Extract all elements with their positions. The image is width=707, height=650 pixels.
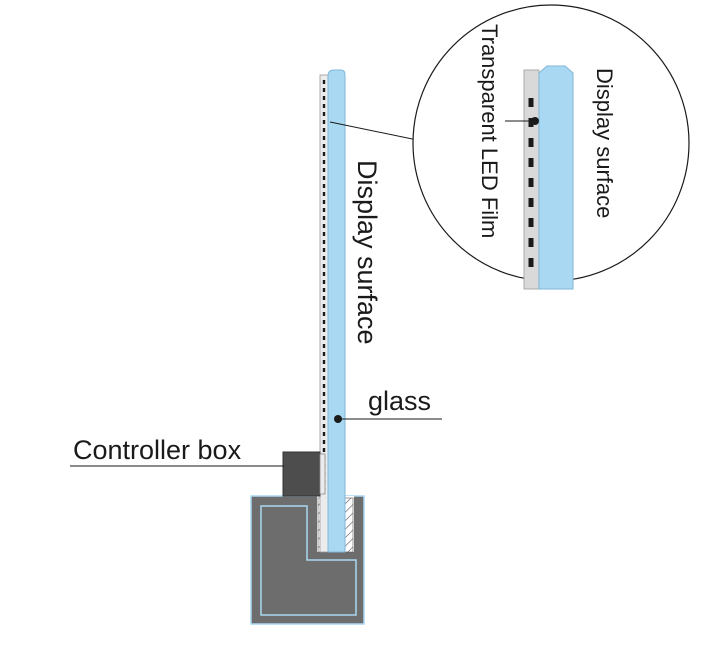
zoom-connector-line <box>329 121 423 142</box>
base-inner-outline <box>260 505 357 616</box>
led-film-leader-dot <box>531 117 539 125</box>
zoom-detail: Transparent LED Film Display surface <box>412 4 690 290</box>
glass-leader-dot <box>334 415 342 423</box>
controller-connector <box>319 453 326 495</box>
glass-label: glass <box>368 386 431 416</box>
mounting-base <box>250 495 365 625</box>
transparent-led-film-label: Transparent LED Film <box>477 24 502 238</box>
zoom-display-surface-label: Display surface <box>592 68 617 218</box>
controller-box <box>282 451 321 497</box>
glass-panel <box>327 69 346 553</box>
controller-box-label: Controller box <box>73 435 242 465</box>
zoom-glass-panel <box>538 65 574 290</box>
display-surface-label: Display surface <box>352 160 382 345</box>
